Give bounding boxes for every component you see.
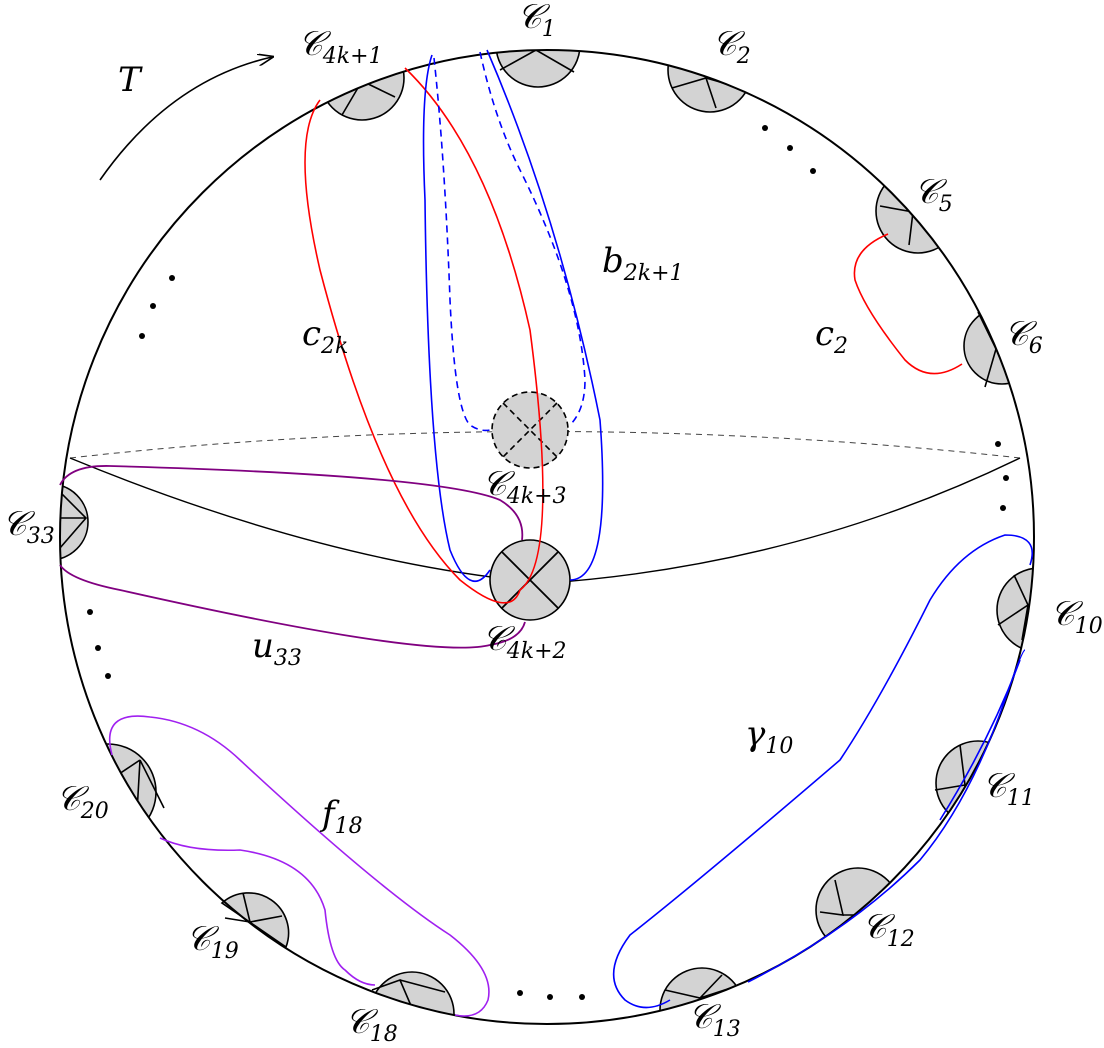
label-c4k1: 𝒞4k+1 xyxy=(298,24,383,69)
boundary-disk-c10 xyxy=(996,567,1034,653)
curve-b2k1-back xyxy=(433,51,586,432)
ellipsis-right xyxy=(995,441,1009,511)
boundary-disk-c2 xyxy=(667,50,753,113)
label-c33: 𝒞33 xyxy=(2,504,55,549)
curve-gamma10 xyxy=(612,534,1033,1009)
label-c6: 𝒞6 xyxy=(1004,314,1043,359)
label-c1: 𝒞1 xyxy=(517,0,556,42)
label-curve-c2: c2 xyxy=(815,314,848,359)
label-gamma10: γ10 xyxy=(745,714,793,759)
label-c12: 𝒞12 xyxy=(862,907,915,952)
rotation-arrow xyxy=(99,57,272,181)
label-c4k3: 𝒞4k+3 xyxy=(482,464,567,509)
label-c18: 𝒞18 xyxy=(345,1002,398,1047)
curve-f18 xyxy=(108,715,490,1017)
curve-c2k xyxy=(304,67,544,604)
label-c2k: c2k xyxy=(302,314,348,359)
label-c4k2: 𝒞4k+2 xyxy=(482,619,567,664)
outer-boundary xyxy=(59,49,1035,1025)
ellipsis-lower-left xyxy=(87,609,111,679)
crosscap-c4k2 xyxy=(489,539,571,621)
label-c5: 𝒞5 xyxy=(914,172,953,217)
boundary-disk-c1 xyxy=(495,50,581,88)
label-c2: 𝒞2 xyxy=(712,24,751,69)
ellipsis-upper-right xyxy=(762,125,816,174)
curve-u33 xyxy=(59,465,526,649)
label-c13: 𝒞13 xyxy=(688,997,741,1042)
label-c10: 𝒞10 xyxy=(1050,594,1103,639)
label-c20: 𝒞20 xyxy=(56,779,109,824)
label-c19: 𝒞19 xyxy=(186,919,239,964)
label-f18: f18 xyxy=(319,794,363,839)
curve-b2k1-front xyxy=(422,49,604,582)
boundary-disk-c33 xyxy=(60,483,89,561)
ellipsis-upper-left xyxy=(139,275,175,339)
curve-c2 xyxy=(853,233,963,375)
ellipsis-bottom xyxy=(517,990,585,1000)
arrow-label-t: T xyxy=(118,60,143,100)
crosscap-c4k3 xyxy=(491,391,569,469)
label-u33: u33 xyxy=(252,626,302,671)
label-c11: 𝒞11 xyxy=(982,766,1035,811)
label-b2k1: b2k+1 xyxy=(602,241,684,286)
